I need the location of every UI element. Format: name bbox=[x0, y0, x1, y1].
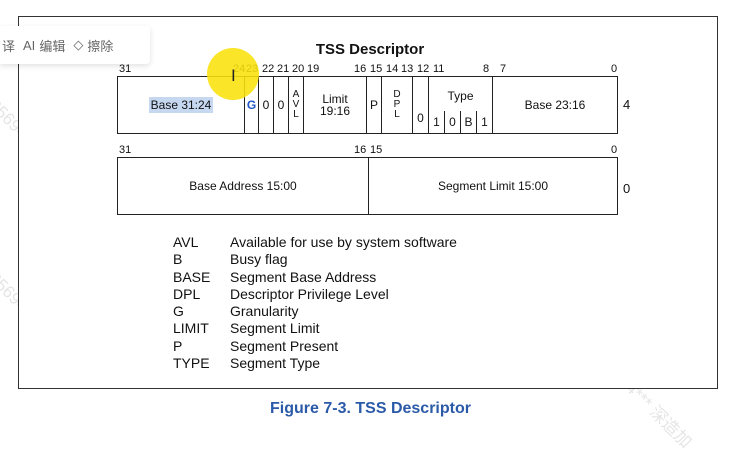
dpl-letter: D bbox=[393, 89, 401, 100]
avl-label: A V L bbox=[293, 90, 300, 120]
type-label: Type bbox=[447, 89, 474, 103]
erase-button[interactable]: ◇ 擦除 bbox=[73, 36, 113, 55]
bit-label: 19 bbox=[307, 63, 320, 75]
type-bit: 1 bbox=[481, 115, 488, 129]
legend-desc: Segment Base Address bbox=[230, 268, 377, 285]
segment-limit-field: Segment Limit 15:00 bbox=[369, 158, 617, 214]
bit-label: 11 bbox=[433, 63, 445, 75]
erase-label: 擦除 bbox=[87, 38, 114, 54]
legend-desc: Granularity bbox=[230, 303, 299, 320]
legend-row: LIMIT Segment Limit bbox=[173, 320, 457, 337]
legend-abbr: B bbox=[173, 251, 183, 268]
bit-label: 12 bbox=[417, 63, 430, 75]
legend-row: TYPE Segment Type bbox=[173, 355, 457, 372]
legend-abbr: AVL bbox=[173, 234, 199, 250]
bit-label: 16 bbox=[354, 63, 367, 75]
ai-edit-button[interactable]: AI 编辑 bbox=[23, 36, 65, 55]
legend-row: P Segment Present bbox=[173, 338, 457, 355]
type-bit: 1 bbox=[429, 111, 445, 133]
selection-toolbar: 译 AI 编辑 ◇ 擦除 bbox=[0, 26, 150, 64]
row-offset-4: 4 bbox=[623, 97, 631, 112]
bit-label: 14 bbox=[386, 63, 399, 75]
bit-label: 7 bbox=[500, 63, 507, 75]
bit-label: 21 bbox=[277, 63, 290, 75]
text-cursor-icon: I bbox=[231, 66, 236, 85]
base-23-16-field: Base 23:16 bbox=[493, 77, 617, 133]
bit-label: 20 bbox=[292, 63, 305, 75]
dpl-letter: L bbox=[394, 109, 400, 120]
legend-row: BASE Segment Base Address bbox=[173, 269, 457, 286]
base-address-label: Base Address 15:00 bbox=[189, 179, 297, 193]
ai-icon: AI bbox=[23, 37, 36, 53]
segment-limit-label: Segment Limit 15:00 bbox=[437, 179, 549, 193]
p-field: P bbox=[367, 77, 382, 133]
cursor-highlight bbox=[207, 48, 259, 100]
zero-label: 0 bbox=[277, 98, 285, 112]
descriptor-upper-dword: Base 31:24 G 0 0 A V L Limit 19:16 P D P… bbox=[117, 76, 618, 134]
base-31-24-field: Base 31:24 bbox=[118, 77, 245, 133]
legend-abbr: DPL bbox=[173, 285, 201, 302]
type-bits: 1 0 B 1 bbox=[429, 111, 492, 133]
s-field: 0 bbox=[413, 77, 429, 133]
legend-desc: Busy flag bbox=[230, 251, 288, 268]
eraser-icon: ◇ bbox=[73, 37, 84, 52]
base-31-24-label[interactable]: Base 31:24 bbox=[148, 97, 214, 113]
bit-label: 31 bbox=[119, 144, 132, 156]
limit-19-16-field: Limit 19:16 bbox=[304, 77, 367, 133]
avl-letter: V bbox=[292, 99, 300, 110]
legend-desc: Segment Type bbox=[230, 355, 321, 372]
ai-edit-label: 编辑 bbox=[39, 38, 66, 54]
g-field: G bbox=[245, 77, 259, 133]
avl-letter: L bbox=[293, 109, 299, 120]
legend-row: G Granularity bbox=[173, 303, 457, 320]
bit-label: 15 bbox=[370, 63, 383, 75]
avl-letter: A bbox=[292, 89, 300, 100]
descriptor-lower-dword: Base Address 15:00 Segment Limit 15:00 bbox=[117, 157, 618, 215]
legend-row: AVL Available for use by system software bbox=[173, 234, 457, 251]
bit-label: 22 bbox=[262, 63, 275, 75]
legend-desc: Segment Limit bbox=[230, 320, 320, 337]
legend-abbr: TYPE bbox=[173, 355, 210, 372]
legend-abbr: BASE bbox=[173, 268, 211, 285]
type-bit: B bbox=[461, 111, 477, 133]
bit-label: 0 bbox=[611, 144, 618, 156]
base-23-16-label: Base 23:16 bbox=[524, 98, 586, 112]
bit-label: 16 bbox=[354, 144, 367, 156]
zero-label: 0 bbox=[262, 98, 270, 112]
g-label: G bbox=[246, 98, 257, 112]
legend-desc: Segment Present bbox=[230, 337, 339, 354]
bit-label: 31 bbox=[119, 63, 132, 75]
diagram-title: TSS Descriptor bbox=[315, 41, 425, 58]
bit-label: 8 bbox=[483, 63, 490, 75]
reserved-bit-21: 0 bbox=[274, 77, 289, 133]
legend-row: B Busy flag bbox=[173, 251, 457, 268]
zero-label: 0 bbox=[417, 111, 424, 125]
avl-field: A V L bbox=[289, 77, 304, 133]
limit-label: Limit bbox=[322, 92, 348, 106]
limit-range-label: 19:16 bbox=[319, 104, 351, 118]
translate-label: 译 bbox=[2, 38, 16, 54]
figure-caption: Figure 7-3. TSS Descriptor bbox=[270, 400, 471, 417]
bit-label: 15 bbox=[370, 144, 383, 156]
dpl-field: D P L bbox=[382, 77, 413, 133]
legend-abbr: G bbox=[173, 303, 184, 320]
dpl-letter: P bbox=[393, 99, 401, 110]
base-address-field: Base Address 15:00 bbox=[118, 158, 369, 214]
legend-desc: Descriptor Privilege Level bbox=[230, 285, 389, 302]
legend-abbr: P bbox=[173, 337, 183, 354]
legend-abbr: LIMIT bbox=[173, 320, 209, 337]
dpl-label: D P L bbox=[393, 90, 400, 120]
reserved-bit-22: 0 bbox=[259, 77, 274, 133]
row-offset-0: 0 bbox=[623, 181, 631, 196]
type-field: Type 1 0 B 1 bbox=[429, 77, 493, 133]
translate-button[interactable]: 译 bbox=[2, 36, 15, 55]
bit-label: 0 bbox=[611, 63, 618, 75]
p-label: P bbox=[369, 98, 378, 112]
bit-label: 13 bbox=[401, 63, 414, 75]
legend-row: DPL Descriptor Privilege Level bbox=[173, 286, 457, 303]
legend-desc: Available for use by system software bbox=[230, 234, 457, 250]
type-bit: 0 bbox=[445, 111, 461, 133]
